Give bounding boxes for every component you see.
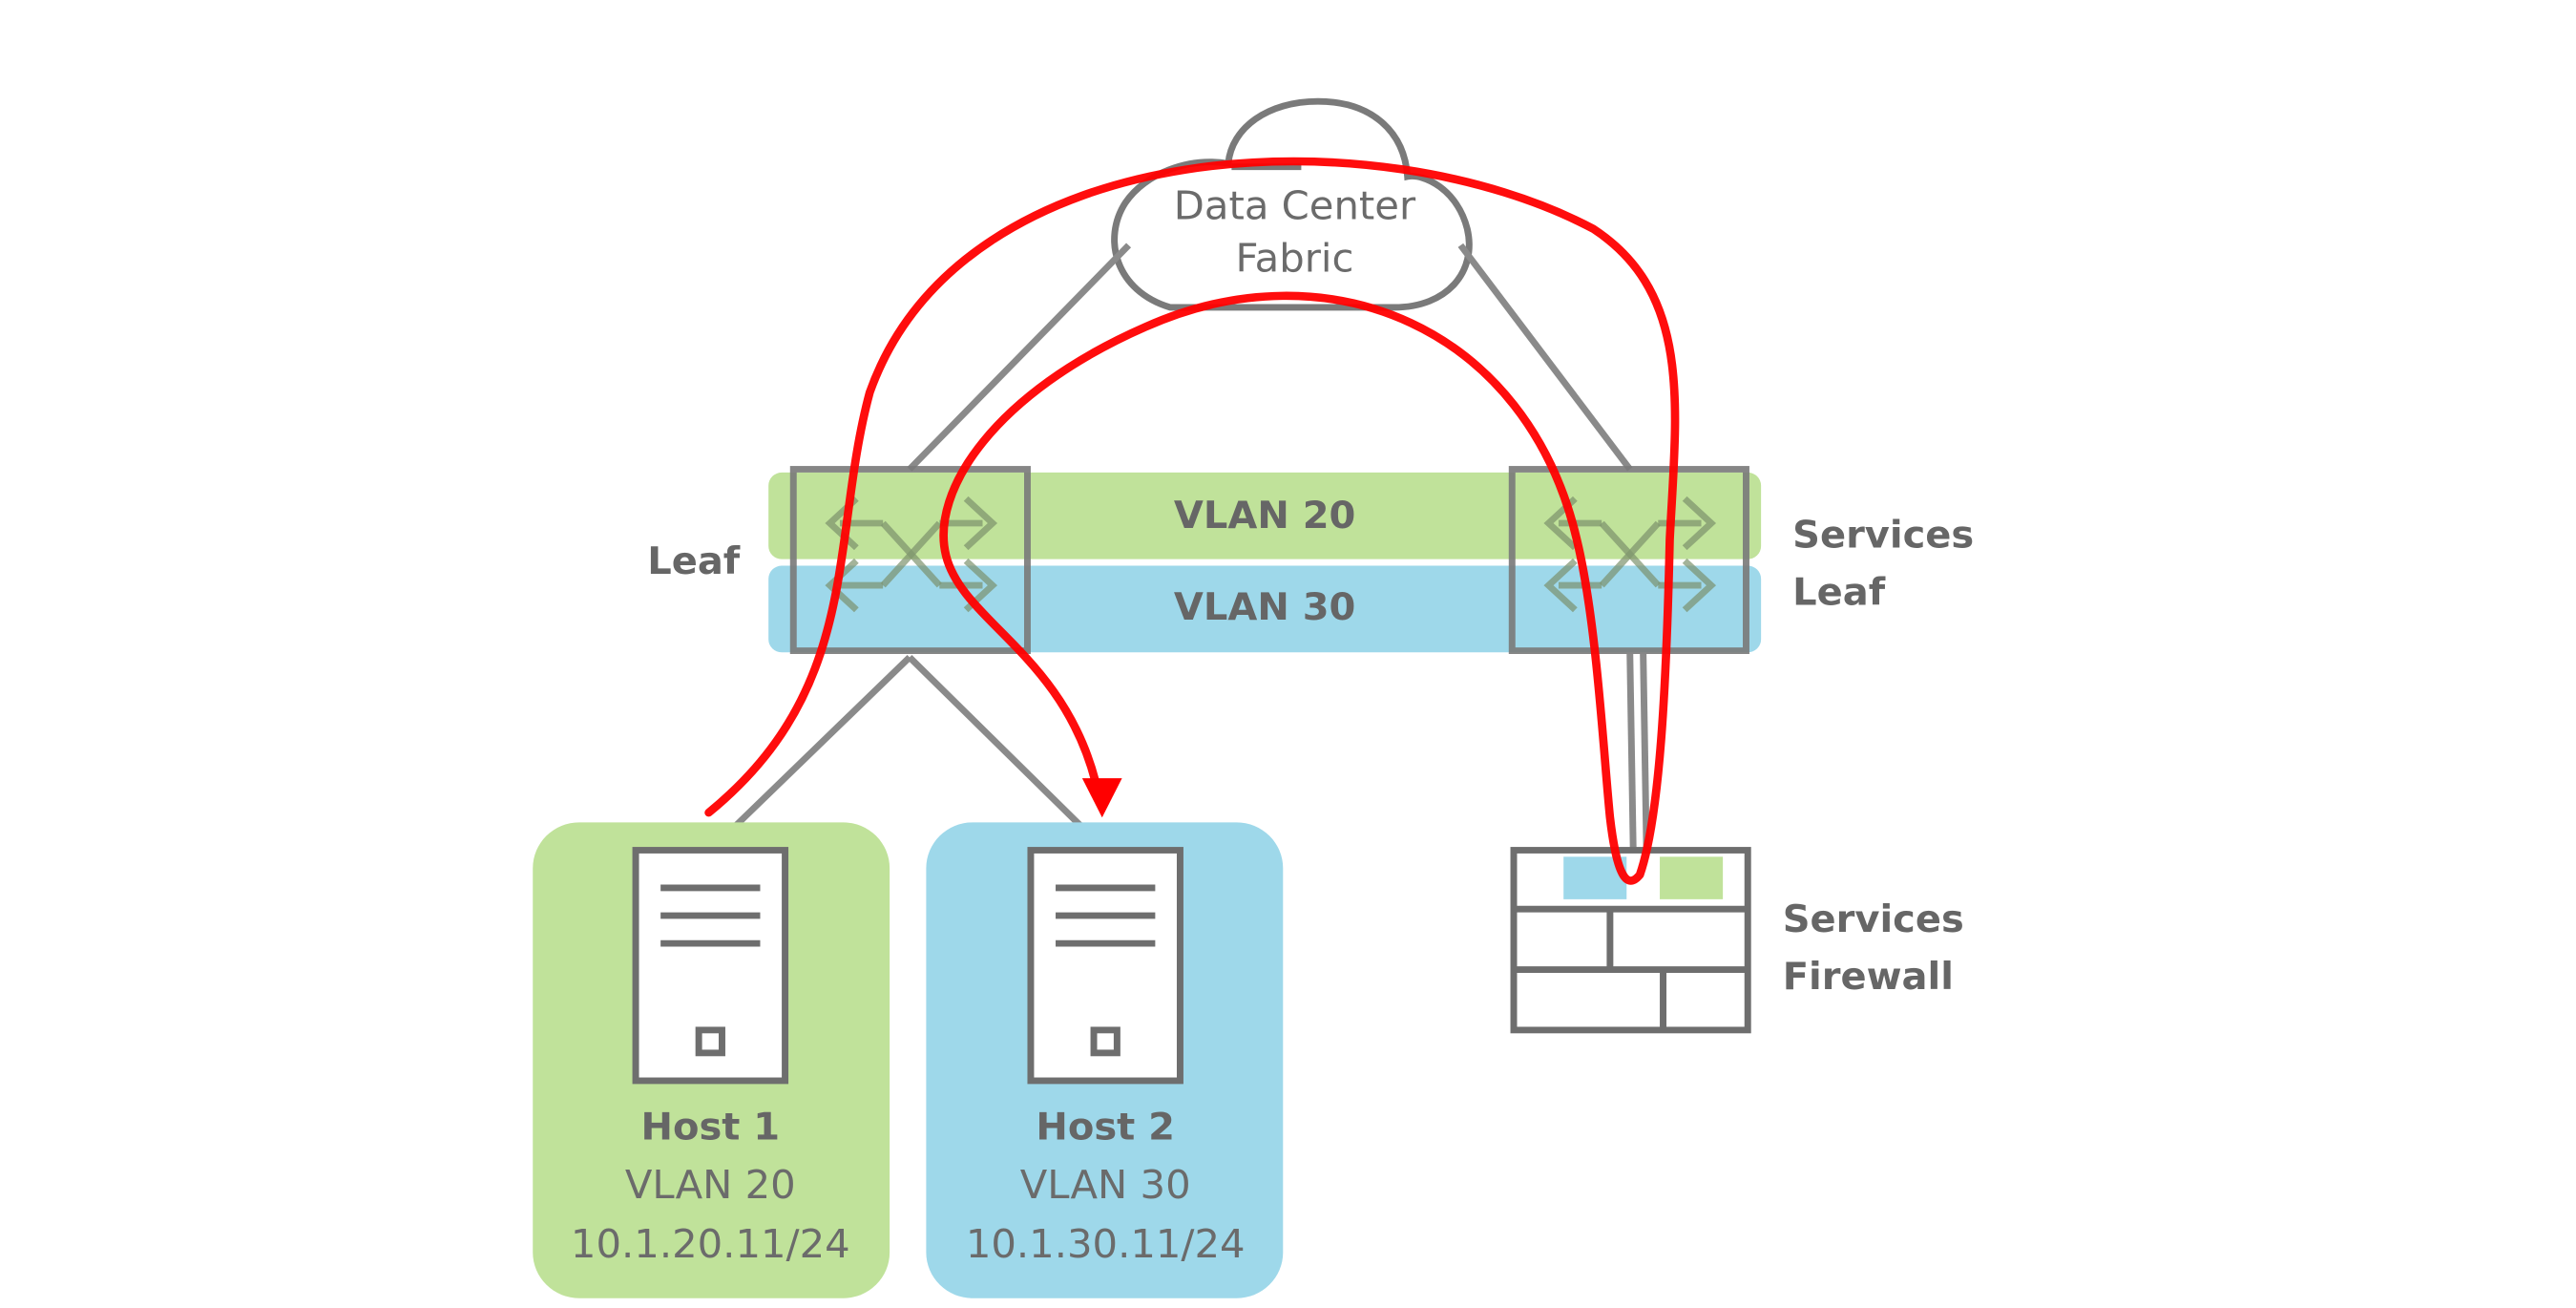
host1-name: Host 1 xyxy=(641,1106,781,1150)
services-leaf-label-line1: Services xyxy=(1792,514,1974,558)
server-icon xyxy=(632,847,789,1085)
traffic-path xyxy=(704,157,1680,885)
leaf-label: Leaf xyxy=(647,539,741,583)
services-leaf-label-line2: Leaf xyxy=(1792,571,1886,615)
cloud-label-line2: Fabric xyxy=(1236,236,1354,282)
link-leaf-to-host1 xyxy=(707,654,912,853)
vlan30-band-label: VLAN 30 xyxy=(1174,585,1355,629)
services-firewall-label-line2: Firewall xyxy=(1783,955,1954,999)
cloud-icon xyxy=(1111,97,1473,311)
link-leaf-to-host2 xyxy=(907,655,1108,853)
link-cloud-to-services-leaf xyxy=(1457,243,1633,472)
server-icon xyxy=(1027,847,1183,1085)
services-leaf-switch xyxy=(1508,466,1749,654)
host1-ip: 10.1.20.11/24 xyxy=(571,1221,850,1267)
host2-vlan: VLAN 30 xyxy=(1020,1163,1191,1209)
vlan20-band-label: VLAN 20 xyxy=(1174,494,1355,538)
link-services-leaf-to-firewall-a xyxy=(1626,653,1637,851)
services-firewall-label-line1: Services xyxy=(1783,897,1964,941)
services-leaf-switch-box xyxy=(1508,466,1749,654)
link-services-leaf-to-firewall-b xyxy=(1640,653,1650,851)
host2: Host 2 VLAN 30 10.1.30.11/24 xyxy=(926,822,1284,1298)
host1-vlan: VLAN 20 xyxy=(625,1163,796,1209)
traffic-path-outer xyxy=(704,157,1680,885)
host2-name: Host 2 xyxy=(1036,1106,1175,1150)
data-center-fabric-cloud: Data Center Fabric xyxy=(1111,97,1473,311)
firewall-vlan20-port xyxy=(1660,856,1724,899)
cloud-label-line1: Data Center xyxy=(1174,183,1416,229)
connections xyxy=(707,243,1650,853)
host2-ip: 10.1.30.11/24 xyxy=(966,1221,1246,1267)
link-cloud-to-leaf xyxy=(907,243,1132,472)
host1: Host 1 VLAN 20 10.1.20.11/24 xyxy=(533,822,890,1298)
leaf-switch-box xyxy=(789,466,1031,654)
traffic-path-arrowhead xyxy=(1081,778,1122,818)
